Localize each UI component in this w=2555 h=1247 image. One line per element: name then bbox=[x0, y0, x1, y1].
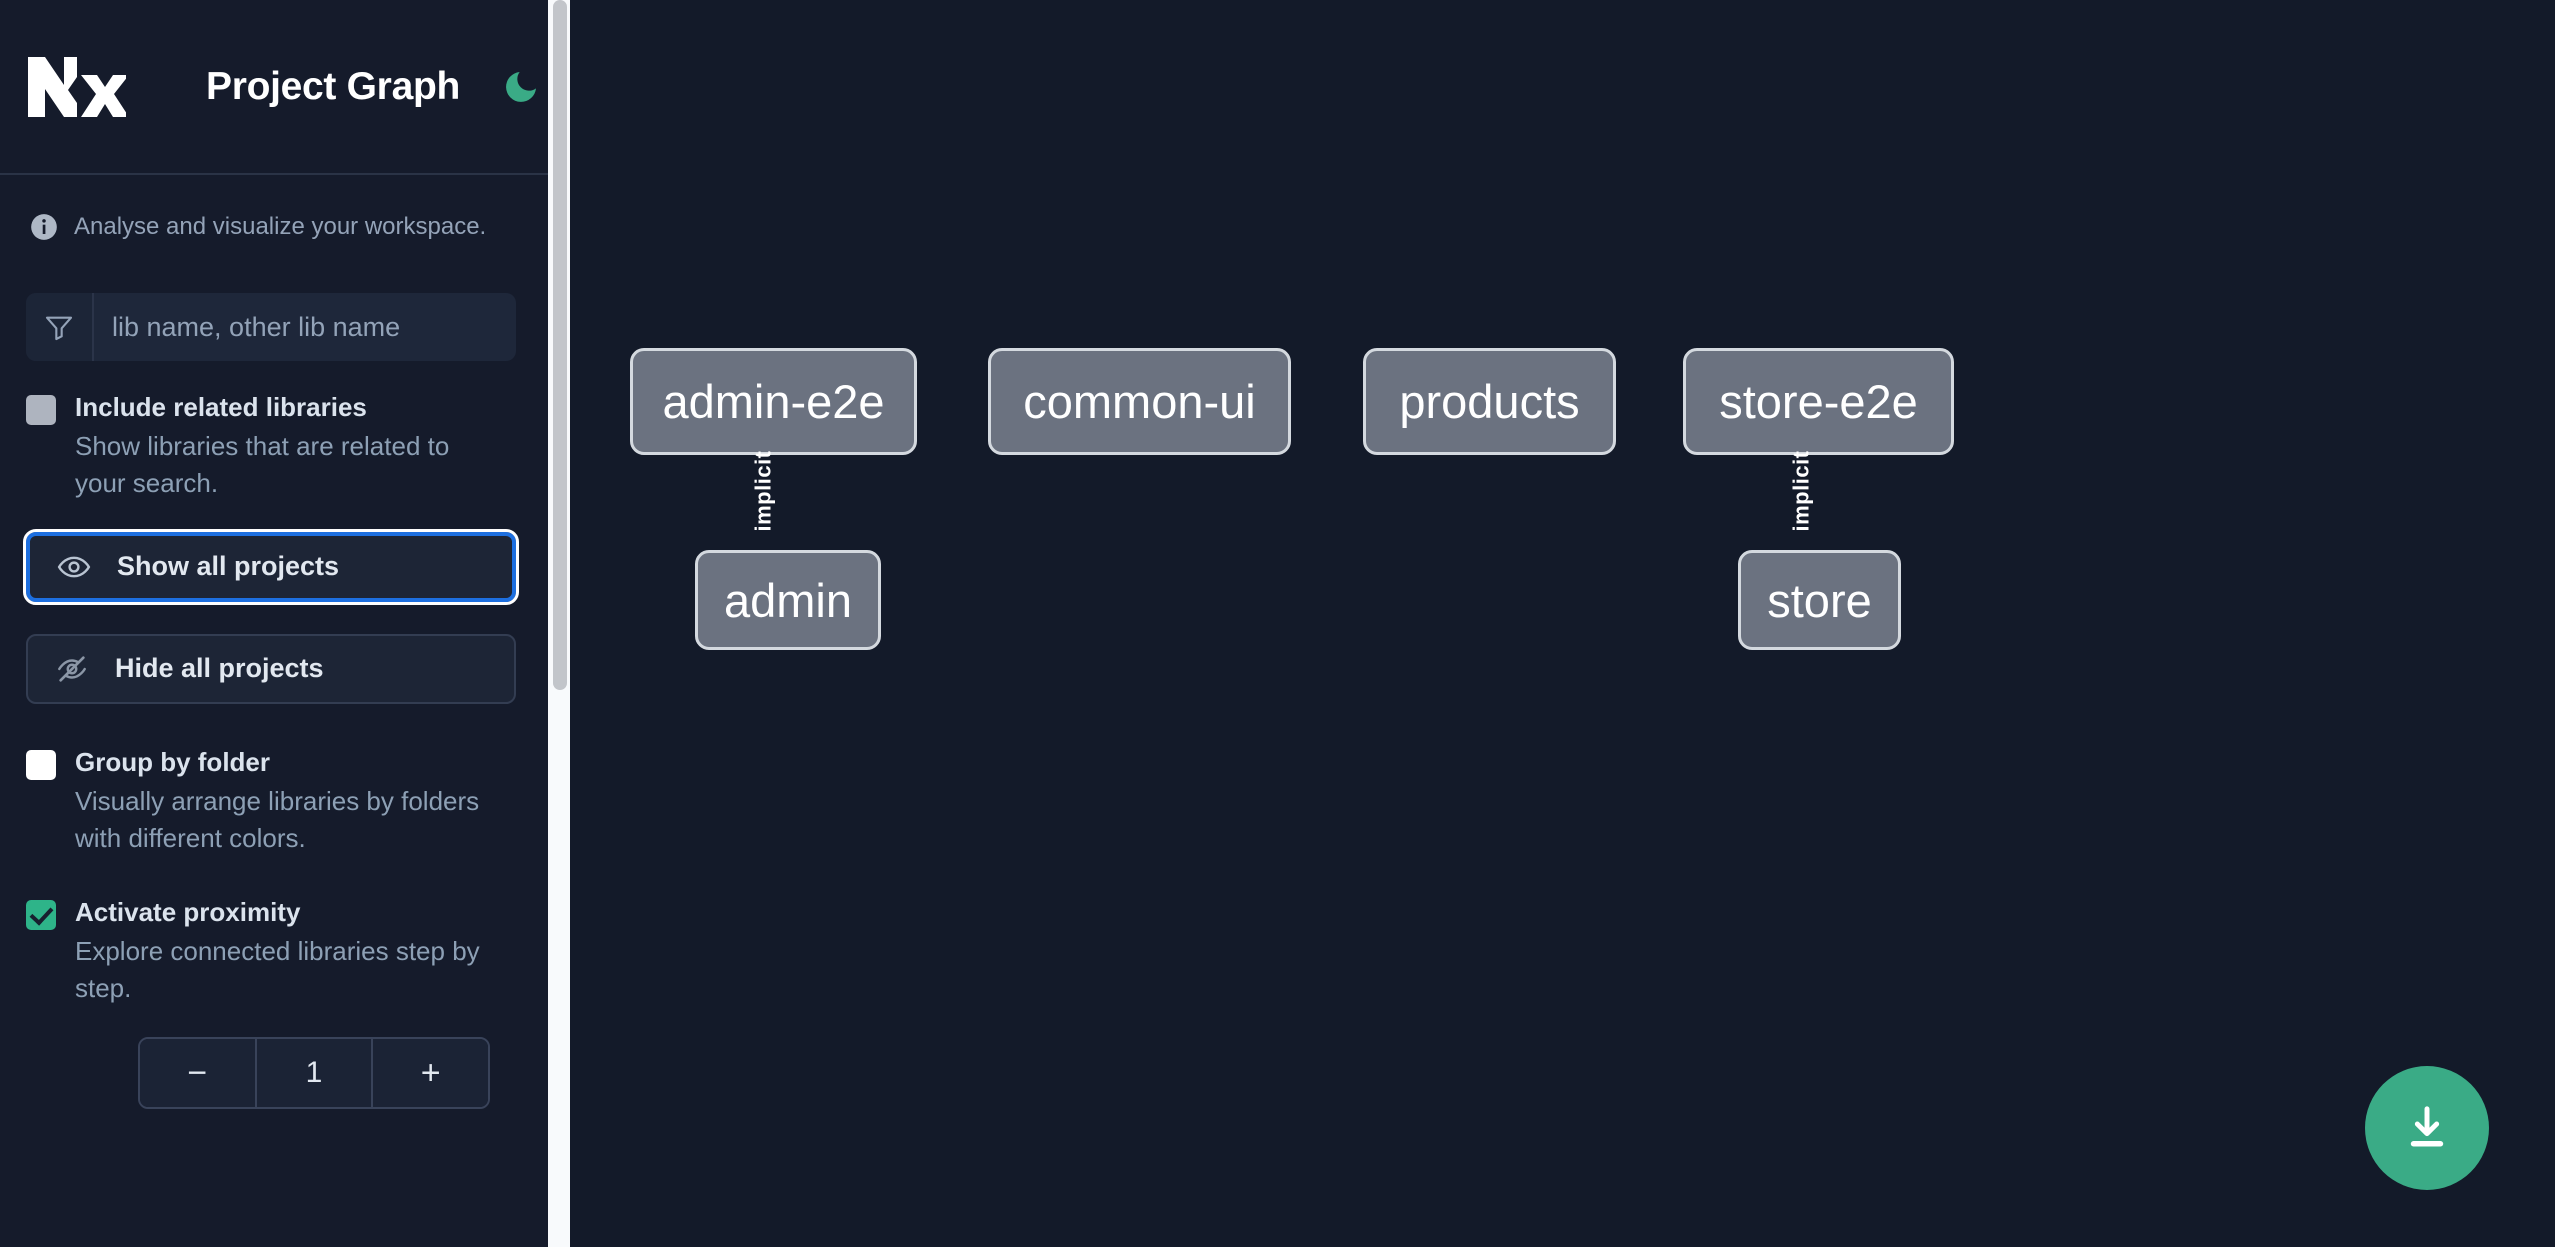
proximity-decrement-button[interactable]: − bbox=[140, 1039, 255, 1108]
graph-node-admin-e2e[interactable]: admin-e2e bbox=[630, 348, 917, 455]
proximity-increment-button[interactable]: + bbox=[373, 1039, 488, 1108]
option-description: Visually arrange libraries by folders wi… bbox=[75, 785, 480, 853]
option-description: Explore connected libraries step by step… bbox=[75, 936, 480, 1004]
moon-icon[interactable] bbox=[498, 64, 544, 110]
graph-node-admin[interactable]: admin bbox=[695, 550, 881, 650]
option-label: Include related libraries bbox=[75, 392, 367, 422]
graph-node-common-ui[interactable]: common-ui bbox=[988, 348, 1291, 455]
node-label: admin-e2e bbox=[662, 375, 885, 428]
search-box[interactable] bbox=[26, 293, 516, 361]
download-icon bbox=[2410, 1106, 2444, 1147]
show-all-projects-label: Show all projects bbox=[117, 551, 340, 582]
node-label: store-e2e bbox=[1719, 375, 1918, 428]
proximity-value[interactable]: 1 bbox=[254, 1039, 374, 1108]
info-icon bbox=[31, 214, 57, 240]
option-include-related-libraries[interactable]: Include related libraries Show libraries… bbox=[0, 361, 548, 502]
sidebar-header: Project Graph bbox=[0, 0, 548, 175]
node-label: admin bbox=[723, 573, 852, 627]
moon-glyph bbox=[506, 71, 536, 102]
graph-canvas[interactable]: admin-e2e common-ui products store-e2e a… bbox=[548, 0, 2555, 1247]
edge-label-admin-implicit: implicit bbox=[750, 450, 776, 532]
page-title: Project Graph bbox=[206, 64, 460, 108]
funnel-glyph bbox=[45, 316, 73, 341]
option-label: Activate proximity bbox=[75, 897, 301, 928]
filter-funnel-icon bbox=[26, 293, 94, 361]
sidebar: Project Graph Analyse and visualize your… bbox=[0, 0, 548, 1247]
info-text: Analyse and visualize your workspace. bbox=[74, 213, 487, 240]
nx-logo bbox=[28, 56, 126, 117]
node-label: common-ui bbox=[1023, 375, 1256, 428]
option-label: Group by folder bbox=[75, 746, 270, 777]
edge-label-store-implicit: implicit bbox=[1788, 450, 1814, 532]
group-by-folder-checkbox[interactable] bbox=[26, 749, 56, 780]
download-button[interactable] bbox=[2365, 1066, 2489, 1190]
search-input[interactable] bbox=[94, 293, 516, 361]
option-activate-proximity[interactable]: Activate proximity Explore connected lib… bbox=[0, 856, 548, 1110]
graph-node-store-e2e[interactable]: store-e2e bbox=[1683, 348, 1954, 455]
eye-icon bbox=[57, 550, 91, 584]
eye-off-icon bbox=[55, 652, 89, 686]
workspace-info: Analyse and visualize your workspace. bbox=[0, 175, 548, 241]
node-label: products bbox=[1399, 375, 1580, 428]
sidebar-scrollbar-thumb[interactable] bbox=[553, 0, 567, 690]
option-description: Show libraries that are related to your … bbox=[75, 430, 450, 498]
graph-node-store[interactable]: store bbox=[1738, 550, 1901, 650]
include-related-libraries-checkbox[interactable] bbox=[26, 395, 56, 425]
hide-all-projects-label: Hide all projects bbox=[115, 653, 324, 684]
activate-proximity-checkbox[interactable] bbox=[26, 900, 56, 931]
graph-node-products[interactable]: products bbox=[1363, 348, 1616, 455]
visibility-buttons: Show all projects Hide all projects bbox=[0, 502, 548, 704]
option-group-by-folder[interactable]: Group by folder Visually arrange librari… bbox=[0, 704, 548, 857]
show-all-projects-button[interactable]: Show all projects bbox=[23, 528, 519, 605]
proximity-stepper: − 1 + bbox=[138, 1037, 490, 1110]
hide-all-projects-button[interactable]: Hide all projects bbox=[26, 633, 516, 704]
node-label: store bbox=[1767, 573, 1872, 627]
